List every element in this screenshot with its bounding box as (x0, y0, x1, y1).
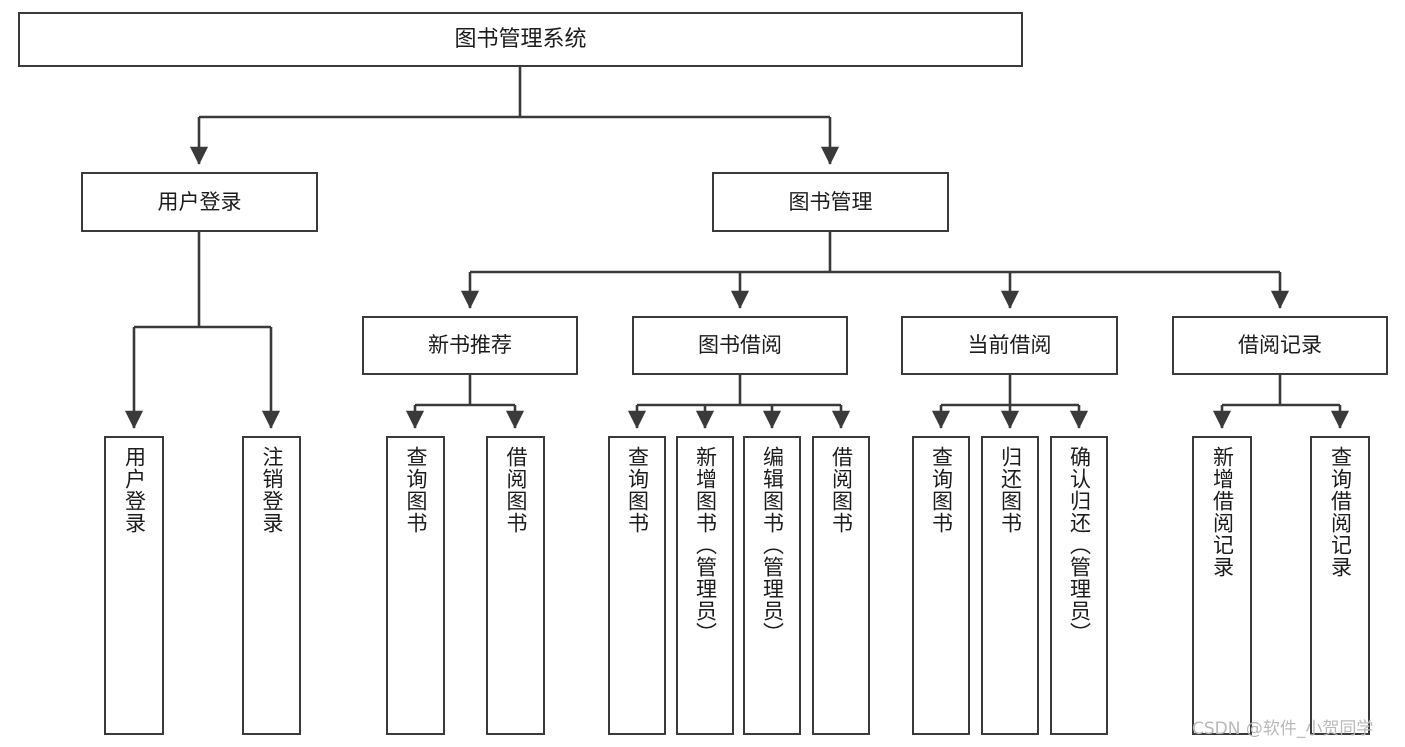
node-label: 注销登录 (260, 446, 284, 534)
node-label: 新书推荐 (428, 333, 512, 358)
node-current-borrow[interactable]: 当前借阅 (901, 316, 1118, 375)
node-label: 归还图书 (998, 446, 1023, 534)
node-label: 用户登录 (122, 446, 147, 534)
csdn-watermark: CSDN @软件_小贺同学 (1192, 719, 1374, 739)
leaf-book-borrow-edit[interactable]: 编辑图书（管理员） (743, 436, 801, 735)
leaf-book-borrow-add[interactable]: 新增图书（管理员） (676, 436, 734, 735)
node-label: 借阅图书 (829, 446, 854, 534)
node-label: 图书管理系统 (454, 26, 587, 52)
node-label: 查询图书 (929, 446, 954, 534)
node-label: 查询图书 (625, 446, 650, 534)
node-label: 用户登录 (157, 189, 242, 214)
leaf-book-borrow-query[interactable]: 查询图书 (608, 436, 666, 735)
node-label: 查询借阅记录 (1328, 446, 1353, 578)
node-user-login[interactable]: 用户登录 (81, 172, 318, 232)
node-borrow-record[interactable]: 借阅记录 (1172, 316, 1388, 375)
leaf-borrow-record-query[interactable]: 查询借阅记录 (1310, 436, 1370, 735)
node-label: 图书借阅 (698, 333, 782, 358)
leaf-current-borrow-return[interactable]: 归还图书 (981, 436, 1039, 735)
leaf-current-borrow-query[interactable]: 查询图书 (912, 436, 970, 735)
node-book-management[interactable]: 图书管理 (712, 172, 949, 232)
node-label: 新增图书（管理员） (693, 446, 718, 644)
node-label: 借阅记录 (1238, 333, 1322, 358)
node-label: 新增借阅记录 (1210, 446, 1235, 578)
leaf-current-borrow-confirm-return[interactable]: 确认归还（管理员） (1050, 436, 1108, 735)
leaf-new-book-borrow[interactable]: 借阅图书 (486, 436, 545, 735)
node-label: 确认归还（管理员） (1067, 446, 1092, 644)
node-label: 借阅图书 (504, 446, 528, 534)
leaf-new-book-query[interactable]: 查询图书 (386, 436, 445, 735)
node-label: 当前借阅 (967, 333, 1052, 358)
node-label: 查询图书 (404, 446, 428, 534)
node-label: 图书管理 (788, 189, 873, 214)
leaf-book-borrow-borrow[interactable]: 借阅图书 (812, 436, 870, 735)
leaf-user-login-logout[interactable]: 注销登录 (242, 436, 301, 735)
leaf-user-login-login[interactable]: 用户登录 (104, 436, 164, 735)
leaf-borrow-record-add[interactable]: 新增借阅记录 (1192, 436, 1252, 735)
node-label: 编辑图书（管理员） (760, 446, 785, 644)
node-book-borrow[interactable]: 图书借阅 (632, 316, 848, 375)
node-new-book-recommend[interactable]: 新书推荐 (362, 316, 578, 375)
node-root-book-management-system[interactable]: 图书管理系统 (18, 12, 1023, 67)
